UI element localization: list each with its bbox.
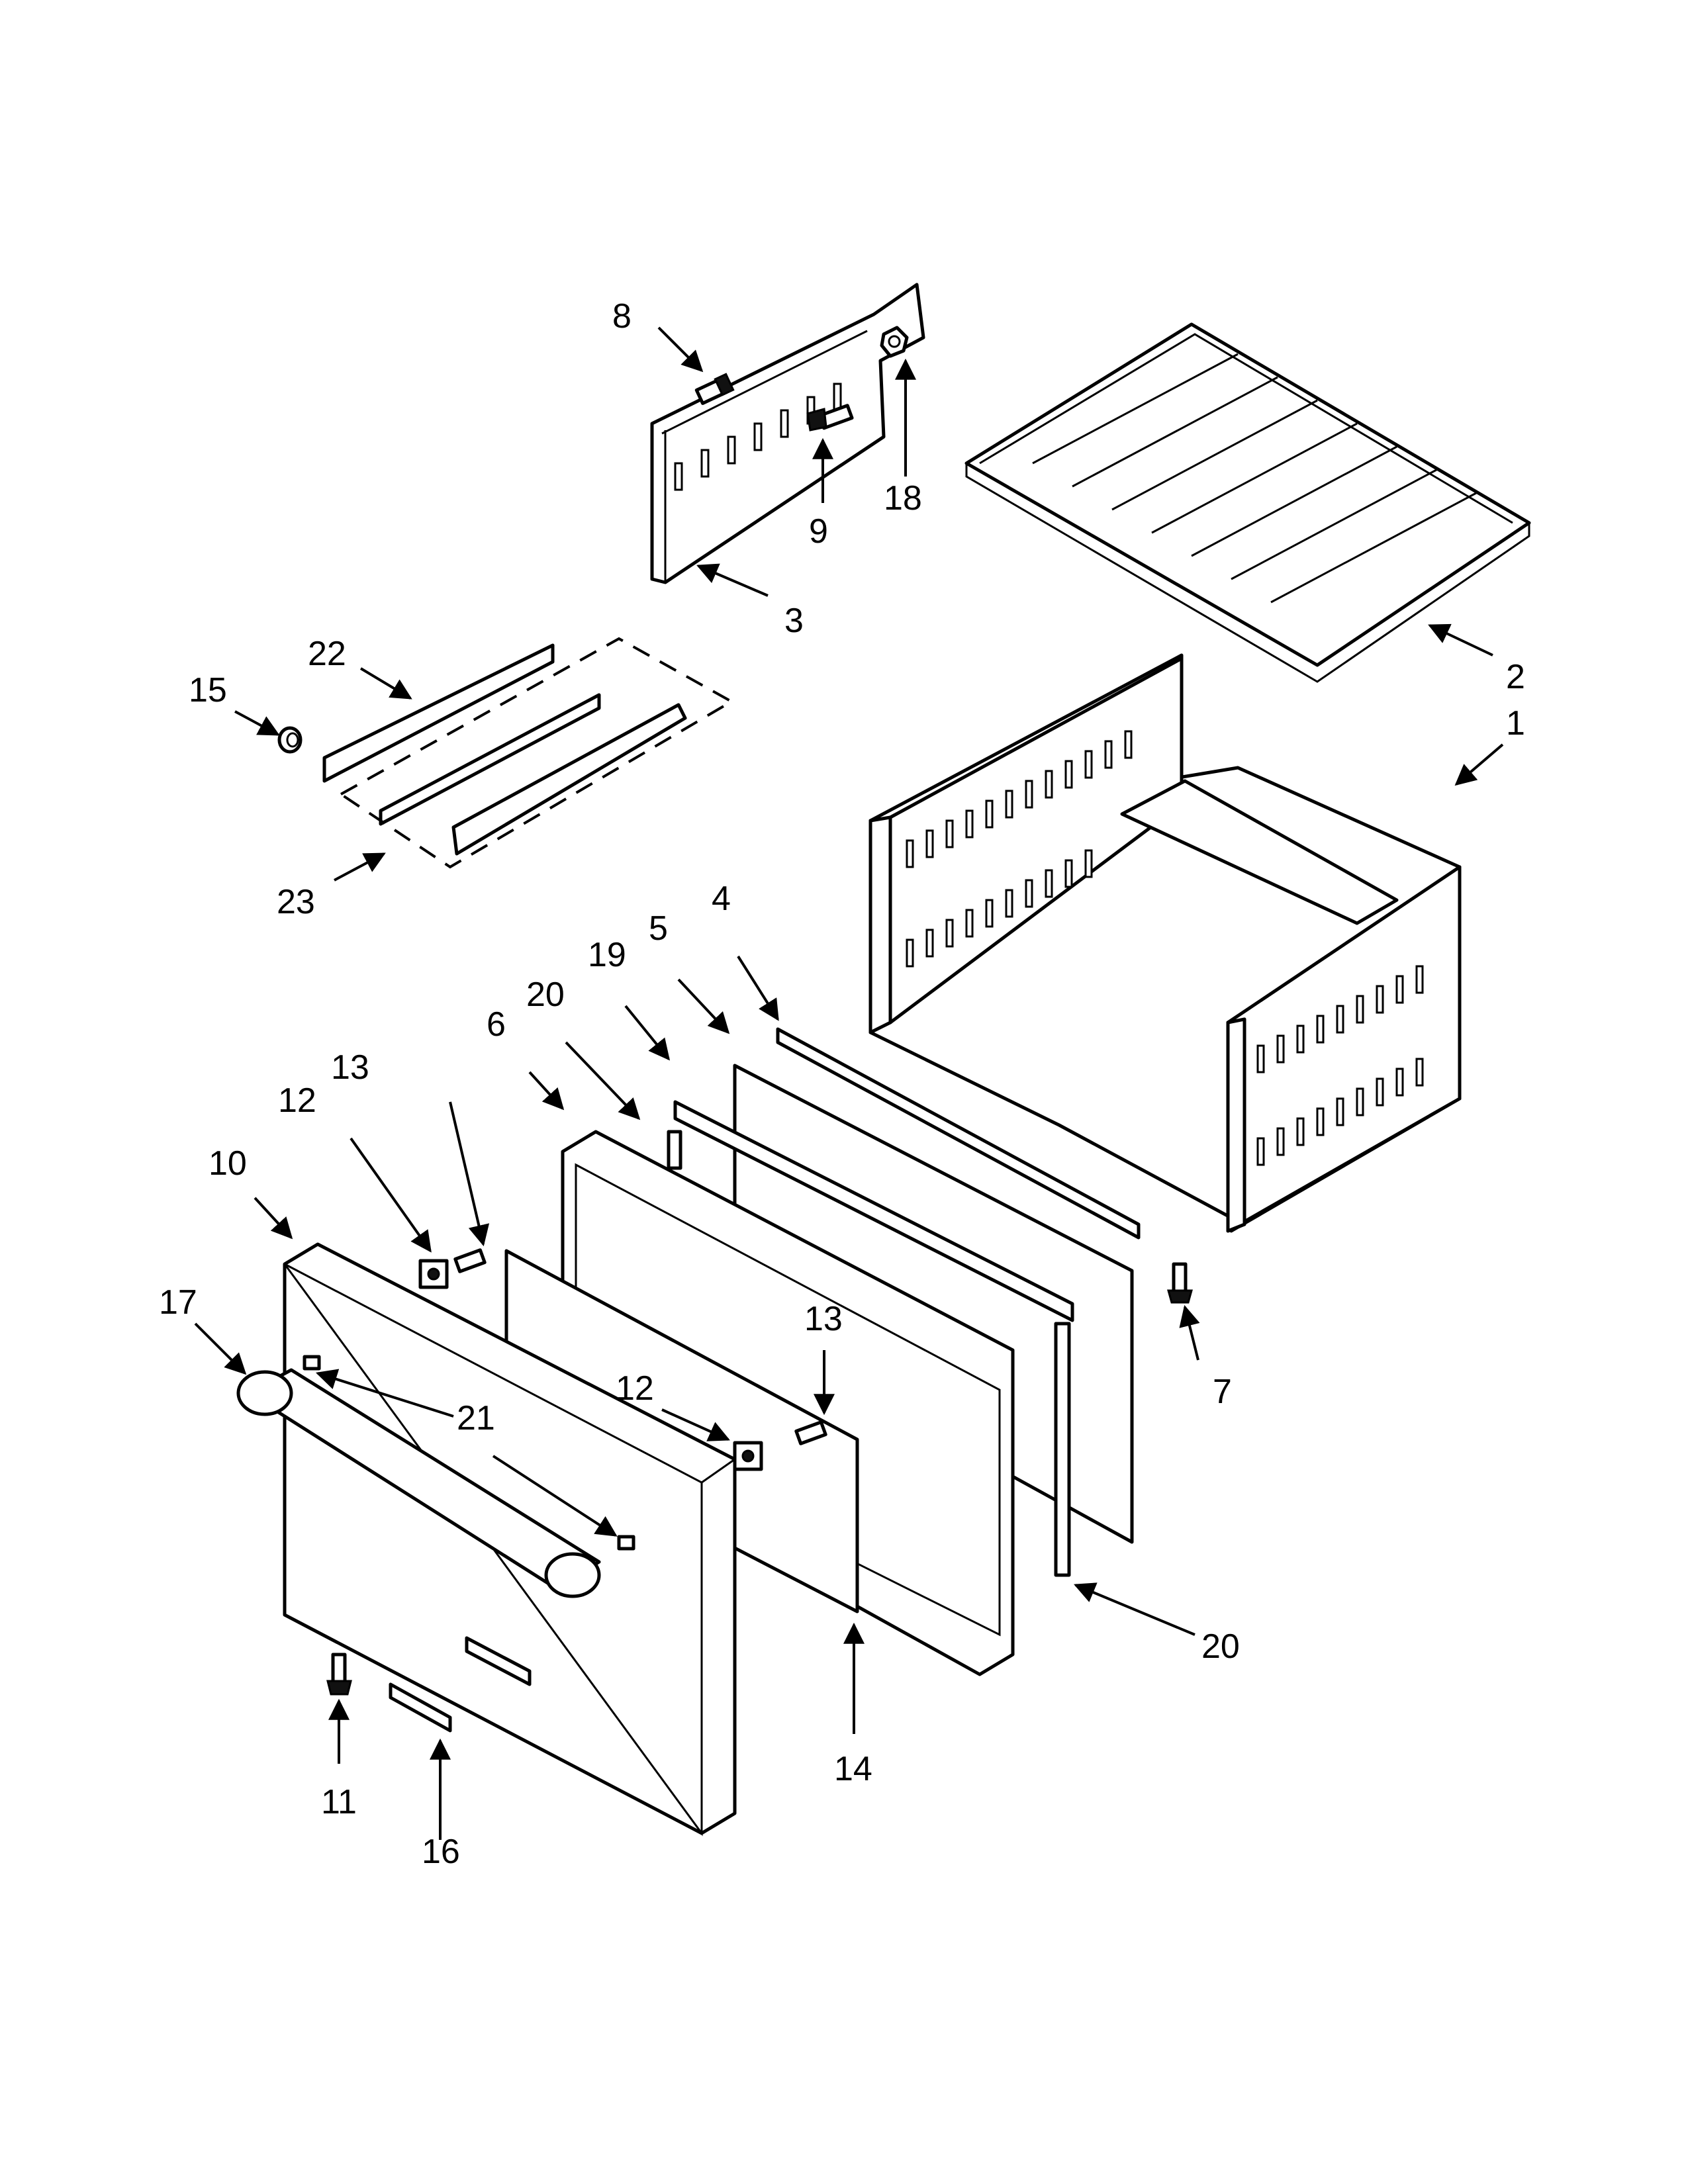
- callout-12-lower: 12: [616, 1369, 654, 1408]
- screw-13-upper-icon: [453, 1248, 487, 1273]
- callout-10: 10: [209, 1144, 247, 1183]
- rear-bracket-panel: [650, 283, 925, 584]
- callout-7: 7: [1213, 1373, 1232, 1411]
- slide-rail-assembly: [322, 637, 735, 869]
- callout-14: 14: [834, 1750, 872, 1788]
- screw-7-icon: [1167, 1262, 1193, 1304]
- badge-16-icon: [389, 1636, 532, 1733]
- gasket-seals: [667, 1027, 1141, 1577]
- callout-18: 18: [884, 479, 922, 518]
- callout-8: 8: [612, 297, 632, 336]
- shelf-tray: [964, 322, 1531, 683]
- callout-13-lower: 13: [804, 1300, 843, 1338]
- callout-22: 22: [308, 635, 346, 673]
- callout-20-upper: 20: [526, 976, 565, 1014]
- screw-13-lower-icon: [794, 1420, 827, 1445]
- screw-8-icon: [694, 373, 735, 405]
- callout-21: 21: [457, 1399, 495, 1437]
- door-handle: [236, 1368, 601, 1598]
- callout-6: 6: [487, 1005, 506, 1044]
- clip-12-upper-icon: [418, 1259, 449, 1289]
- callout-15: 15: [189, 671, 227, 709]
- clip-12-lower-icon: [733, 1441, 763, 1471]
- screw-11-icon: [326, 1653, 352, 1696]
- nut-18-icon: [880, 326, 909, 358]
- callout-17: 17: [159, 1283, 197, 1322]
- callout-2: 2: [1506, 658, 1525, 696]
- callout-5: 5: [649, 909, 668, 948]
- leader-lines: [194, 326, 1504, 1840]
- drawer-box: [868, 653, 1462, 1233]
- callout-numbers: 8 9 18 3 2 1 15 22 23 4 5 19 20 6 13 12 …: [159, 297, 1525, 1871]
- callout-20-lower: 20: [1201, 1627, 1240, 1666]
- callout-13-upper: 13: [331, 1048, 369, 1087]
- callout-11: 11: [321, 1783, 357, 1821]
- callout-16: 16: [422, 1833, 460, 1871]
- screw-21-upper-icon: [303, 1355, 321, 1371]
- callout-4: 4: [712, 880, 731, 918]
- plug-15-icon: [277, 726, 303, 754]
- callout-23: 23: [277, 883, 315, 921]
- callout-19: 19: [588, 936, 626, 974]
- callout-12-upper: 12: [278, 1081, 316, 1120]
- callout-9: 9: [809, 512, 828, 551]
- callout-1: 1: [1506, 704, 1525, 743]
- screw-9-icon: [806, 404, 854, 432]
- callout-3: 3: [784, 602, 804, 640]
- screw-21-lower-icon: [617, 1535, 635, 1551]
